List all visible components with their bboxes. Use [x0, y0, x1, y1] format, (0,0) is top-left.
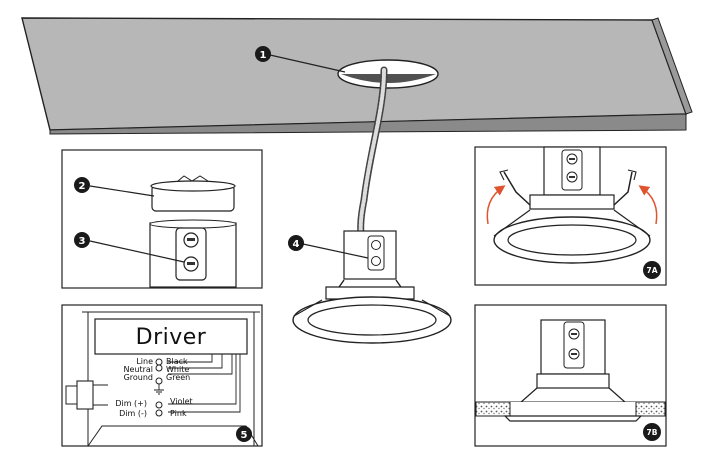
rotate-arrow-left	[486, 185, 506, 225]
step-1-badge: 1	[260, 50, 267, 61]
center-fixture	[292, 230, 452, 344]
ceiling-board	[21, 17, 693, 135]
step-3-callout: 3	[74, 232, 185, 263]
step-1-callout: 1	[255, 46, 346, 73]
wire-color-line: Black	[166, 357, 188, 366]
step-5-callout: 5	[236, 426, 252, 442]
driver-box	[94, 318, 248, 355]
step-4-callout: 4	[288, 235, 369, 259]
wire-color-ground: Green	[166, 373, 190, 382]
wire-color-dim-plus: Violet	[170, 397, 193, 406]
wire-label-neutral: Neutral	[123, 365, 153, 374]
wire-color-neutral: White	[166, 365, 189, 374]
panel-step-7b	[474, 304, 667, 447]
step-2-badge: 2	[79, 181, 86, 192]
panel-step-5-driver: Driver Line Black Neutral White Ground G…	[61, 304, 263, 447]
step-7b-badge: 7B	[647, 428, 658, 437]
step-2-callout: 2	[74, 177, 155, 197]
wire-label-ground: Ground	[124, 373, 153, 382]
step-7a-callout: 7A	[643, 261, 661, 279]
step-5-badge: 5	[241, 430, 248, 441]
driver-title: Driver	[136, 325, 207, 350]
wire-color-dim-minus: Pink	[170, 409, 187, 418]
wire-label-line: Line	[136, 357, 153, 366]
panel-steps-2-3	[61, 149, 263, 289]
step-3-badge: 3	[79, 236, 86, 247]
step-7a-badge: 7A	[646, 266, 657, 275]
flex-cable	[357, 66, 388, 250]
wire-label-dim-plus: Dim (+)	[115, 399, 147, 408]
wire-label-dim-minus: Dim (-)	[119, 409, 147, 418]
step-4-badge: 4	[293, 239, 300, 250]
rotate-arrow-right	[638, 185, 658, 225]
panel-step-7a	[474, 146, 667, 286]
step-7b-callout: 7B	[643, 423, 661, 441]
